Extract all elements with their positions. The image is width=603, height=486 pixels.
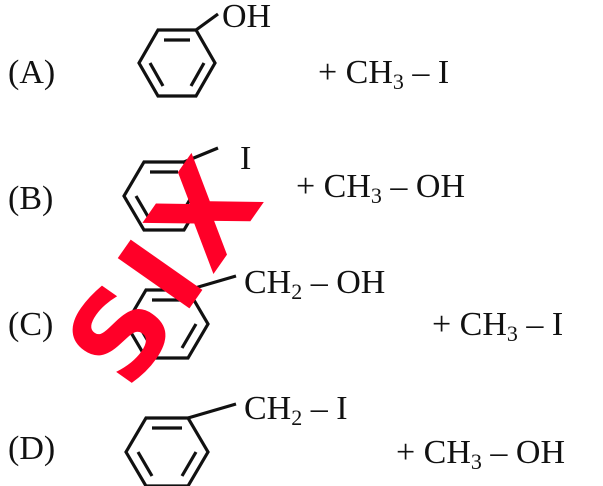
option-c: (C) CH2 – OH + CH3 – I	[0, 262, 603, 372]
reagent-prefix: + CH	[296, 168, 371, 205]
reagent-prefix: + CH	[318, 54, 393, 91]
reagent-suffix: – I	[403, 54, 450, 91]
benzene-ring-icon	[137, 12, 219, 98]
reagent-subscript: 3	[392, 69, 404, 94]
reagent-text: + CH3 – OH	[396, 434, 566, 473]
substituent-tail: – I	[302, 390, 348, 427]
substituent-main: OH	[222, 0, 272, 35]
reagent-suffix: – OH	[481, 434, 566, 471]
reagent-text: + CH3 – I	[432, 306, 564, 345]
benzene-ring-icon	[124, 274, 237, 360]
substituent-subscript: 2	[291, 279, 303, 304]
substituent-text: CH2 – OH	[244, 264, 386, 303]
reagent-text: + CH3 – I	[318, 54, 450, 93]
substituent-main: I	[240, 140, 252, 177]
substituent-text: I	[240, 142, 251, 176]
reagent-suffix: – OH	[381, 168, 466, 205]
reagent-suffix: – I	[517, 306, 564, 343]
option-label: (D)	[8, 430, 56, 467]
option-a: (A) OH + CH3 – I	[0, 0, 603, 120]
reagent-subscript: 3	[506, 321, 518, 346]
reagent-prefix: + CH	[432, 306, 507, 343]
substituent-main: CH	[244, 264, 292, 301]
substituent-text: OH	[222, 0, 271, 34]
option-d: (D) CH2 – I + CH3 – OH	[0, 390, 603, 486]
reagent-subscript: 3	[370, 183, 382, 208]
benzene-ring-icon	[122, 146, 219, 232]
reagent-subscript: 3	[470, 449, 482, 474]
substituent-main: CH	[244, 390, 292, 427]
option-label: (A)	[8, 54, 56, 91]
option-b: (B) I + CH3 – OH	[0, 130, 603, 240]
substituent-text: CH2 – I	[244, 390, 348, 429]
option-label: (C)	[8, 306, 54, 343]
benzene-ring-icon	[124, 402, 237, 486]
option-label: (B)	[8, 180, 54, 217]
reagent-text: + CH3 – OH	[296, 168, 466, 207]
reagent-prefix: + CH	[396, 434, 471, 471]
substituent-tail: – OH	[302, 264, 386, 301]
substituent-subscript: 2	[291, 405, 303, 430]
